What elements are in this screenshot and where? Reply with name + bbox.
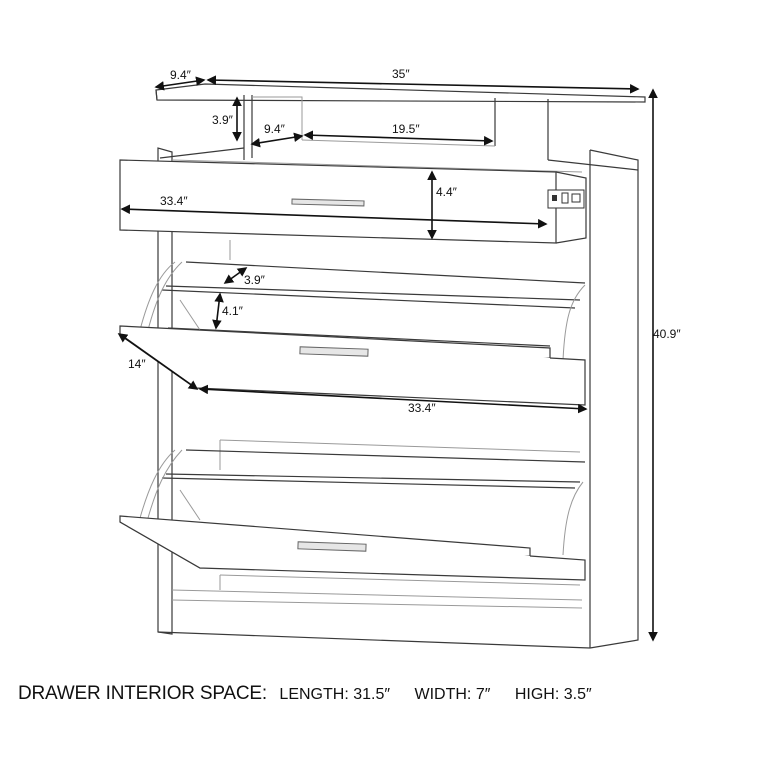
label-top-depth: 9.4″ [170,68,192,82]
drawer-interior-spec: DRAWER INTERIOR SPACE: LENGTH: 31.5″ WID… [18,683,612,705]
label-shelf-opening-width: 19.5″ [392,122,420,136]
dimension-lines [117,75,658,642]
spec-title: DRAWER INTERIOR SPACE: [18,683,267,704]
label-drawer-height: 4.4″ [436,185,458,199]
label-flip-compartment-height: 4.1″ [222,304,244,318]
spec-width: WIDTH: 7″ [414,686,491,703]
label-shelf-gap-height: 3.9″ [212,113,234,127]
drawer-slide-rail [547,189,585,209]
label-flip-door-depth: 14″ [128,357,146,371]
flip-compartment-lower [119,449,586,581]
flip-door-handle [299,346,369,357]
label-total-height: 40.9″ [653,327,681,341]
spec-height: HIGH: 3.5″ [514,686,592,703]
label-flip-door-width: 33.4″ [408,401,436,415]
label-top-width: 35″ [392,67,410,81]
drawer [119,159,587,244]
label-shelf-inner-depth: 9.4″ [264,122,286,136]
label-drawer-width: 33.4″ [160,194,188,208]
label-flip-compartment-depth: 3.9″ [244,273,266,287]
flip-door-handle-lower [297,541,367,552]
cabinet-body [157,147,639,649]
spec-length: LENGTH: 31.5″ [279,686,391,703]
dimension-labels: 9.4″ 35″ 3.9″ 9.4″ 19.5″ 33.4″ 4.4″ 3.9″… [128,67,681,415]
